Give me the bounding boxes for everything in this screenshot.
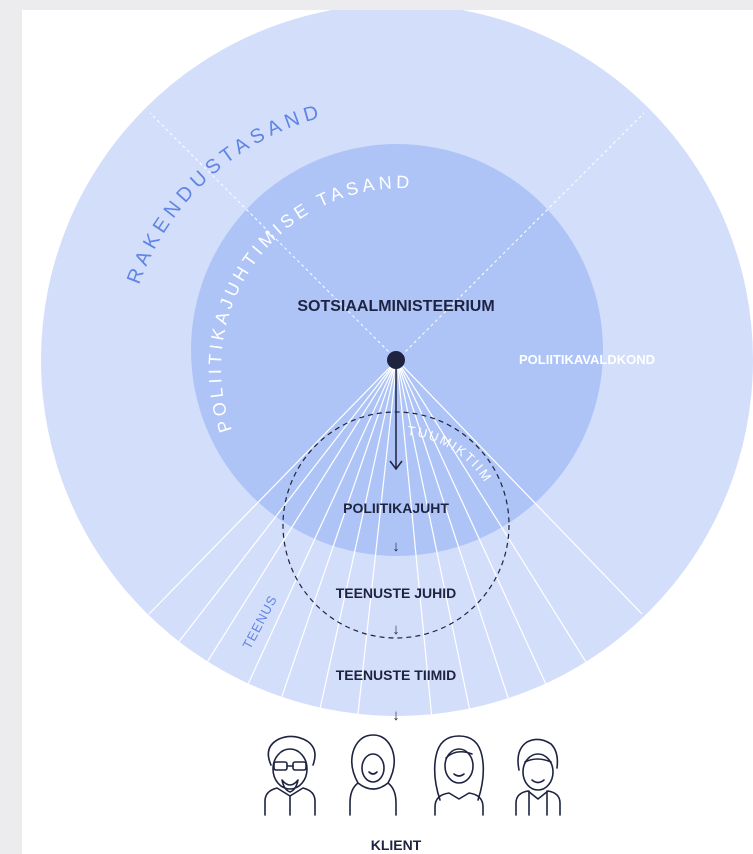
step-label: TEENUSTE TIIMID — [336, 667, 457, 683]
person-hijab-icon — [349, 734, 397, 816]
client-label: KLIENT — [371, 837, 422, 853]
inner-circle — [191, 144, 603, 556]
step-label: POLIITIKAJUHT — [343, 500, 449, 516]
step-arrow: ↓ — [392, 707, 400, 724]
center-dot — [387, 351, 405, 369]
main-arrow-head — [389, 460, 403, 471]
center-title: SOTSIAALMINISTEERIUM — [297, 298, 494, 315]
step-arrow: ↓ — [392, 538, 400, 555]
diagram-frame: RAKENDUSTASAND POLIITIKAJUHTIMISE TASAND… — [22, 10, 753, 854]
step-arrow: ↓ — [392, 621, 400, 638]
step-label: TEENUSTE JUHID — [336, 585, 457, 601]
sector-label: POLIITIKAVALDKOND — [519, 352, 655, 367]
person-longhair-icon — [433, 735, 485, 816]
divider-line — [396, 112, 645, 361]
organization-diagram: RAKENDUSTASAND POLIITIKAJUHTIMISE TASAND… — [41, 10, 753, 853]
divider-line — [149, 112, 398, 361]
person-glasses-icon — [264, 735, 316, 816]
person-man-icon — [515, 738, 561, 816]
